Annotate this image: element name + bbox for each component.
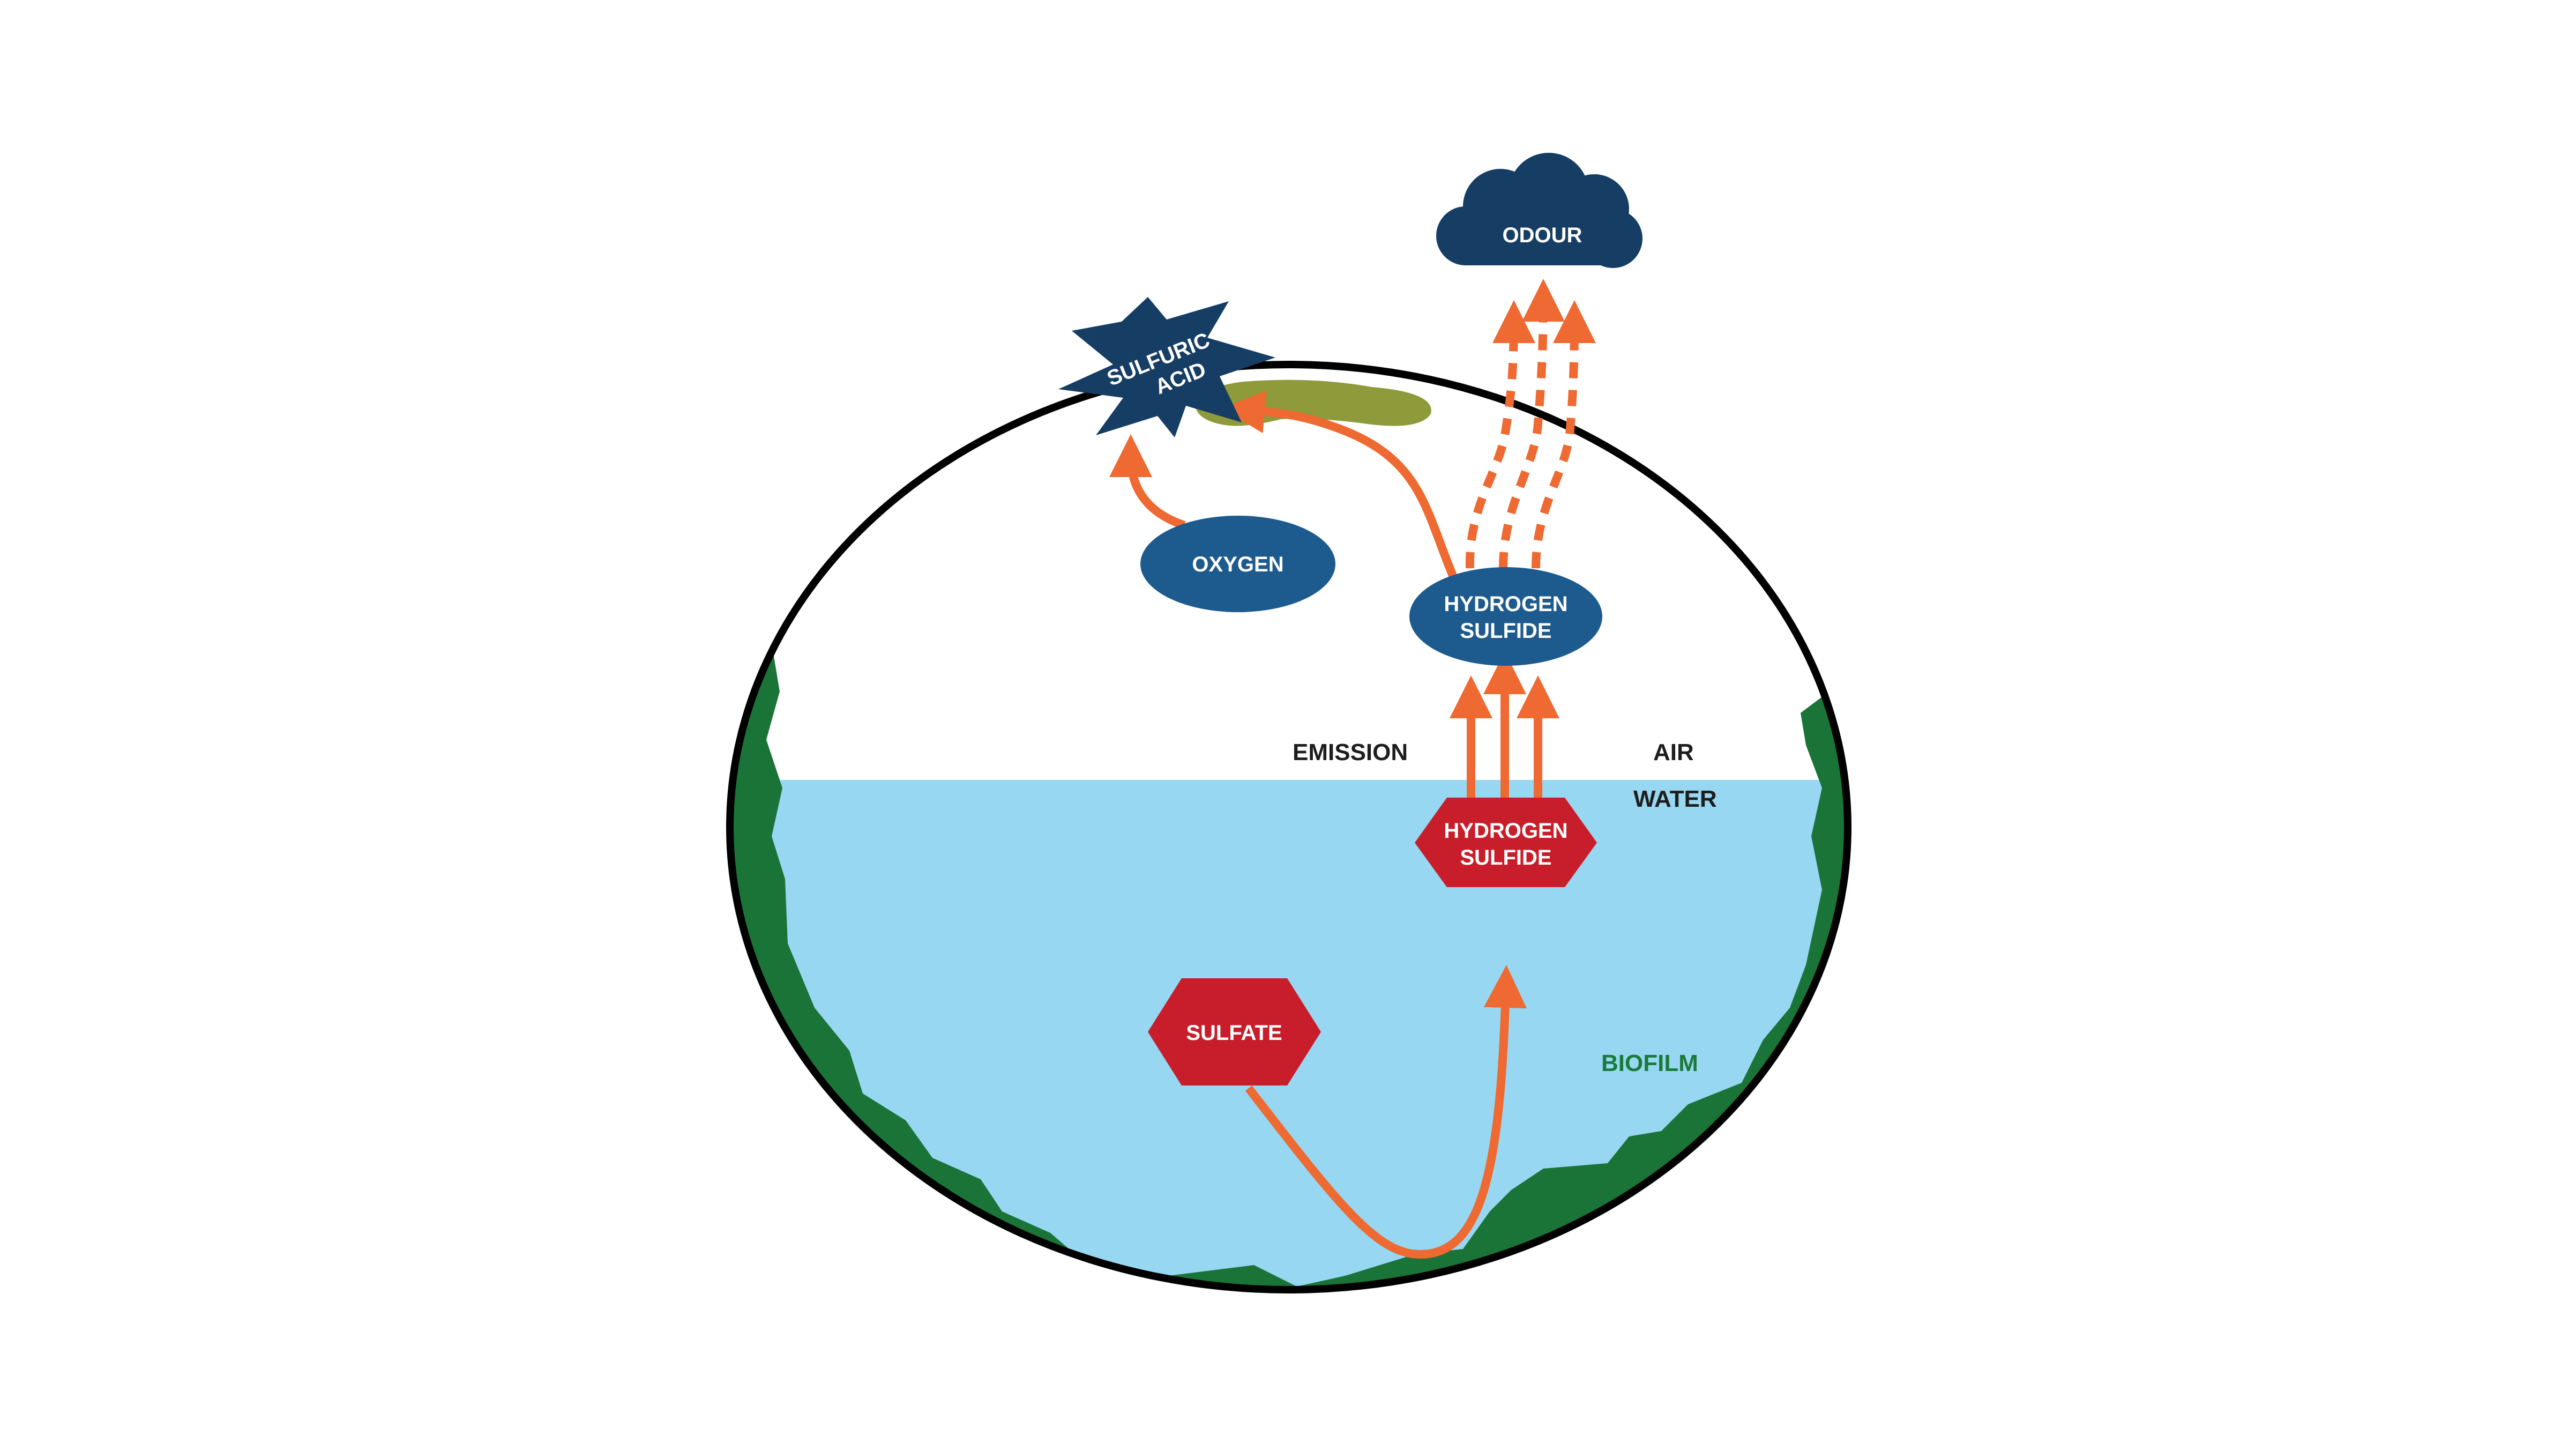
odour-arrow-left: [1465, 300, 1535, 569]
cloud-icon: [1436, 153, 1642, 268]
hydrogen-sulfide-water-node: HYDROGEN SULFIDE: [1415, 798, 1597, 887]
h2s-water-label-line2: SULFIDE: [1460, 846, 1551, 869]
odour-node: ODOUR: [1436, 153, 1642, 268]
h2s-air-label-line2: SULFIDE: [1460, 619, 1551, 643]
h2s-to-acid-arrow: [1222, 390, 1462, 589]
odour-label: ODOUR: [1503, 224, 1582, 247]
water-label: WATER: [1633, 786, 1717, 812]
odour-arrow-middle: [1499, 279, 1565, 569]
odour-arrows: [1465, 279, 1596, 569]
pipe-wall: [726, 361, 1851, 1293]
sulfuric-acid-node: SULFURIC ACID: [1058, 297, 1275, 437]
sulfate-label: SULFATE: [1186, 1021, 1282, 1045]
biofilm-label: BIOFILM: [1601, 1050, 1698, 1076]
oxygen-to-acid-arrow: [1109, 434, 1186, 530]
sulfate-to-h2s-arrow: [1245, 965, 1527, 1259]
hydrogen-sulfide-air-node: HYDROGEN SULFIDE: [1409, 567, 1602, 666]
air-label: AIR: [1653, 739, 1694, 765]
odour-arrow-right: [1532, 300, 1596, 569]
h2s-air-label-line1: HYDROGEN: [1444, 592, 1567, 616]
h2s-water-label-line1: HYDROGEN: [1444, 819, 1567, 843]
oxygen-label: OXYGEN: [1192, 553, 1283, 576]
oxygen-node: OXYGEN: [1140, 516, 1335, 612]
sulfate-node: SULFATE: [1148, 978, 1321, 1085]
emission-label: EMISSION: [1293, 739, 1408, 765]
starburst-icon: [1058, 297, 1275, 437]
